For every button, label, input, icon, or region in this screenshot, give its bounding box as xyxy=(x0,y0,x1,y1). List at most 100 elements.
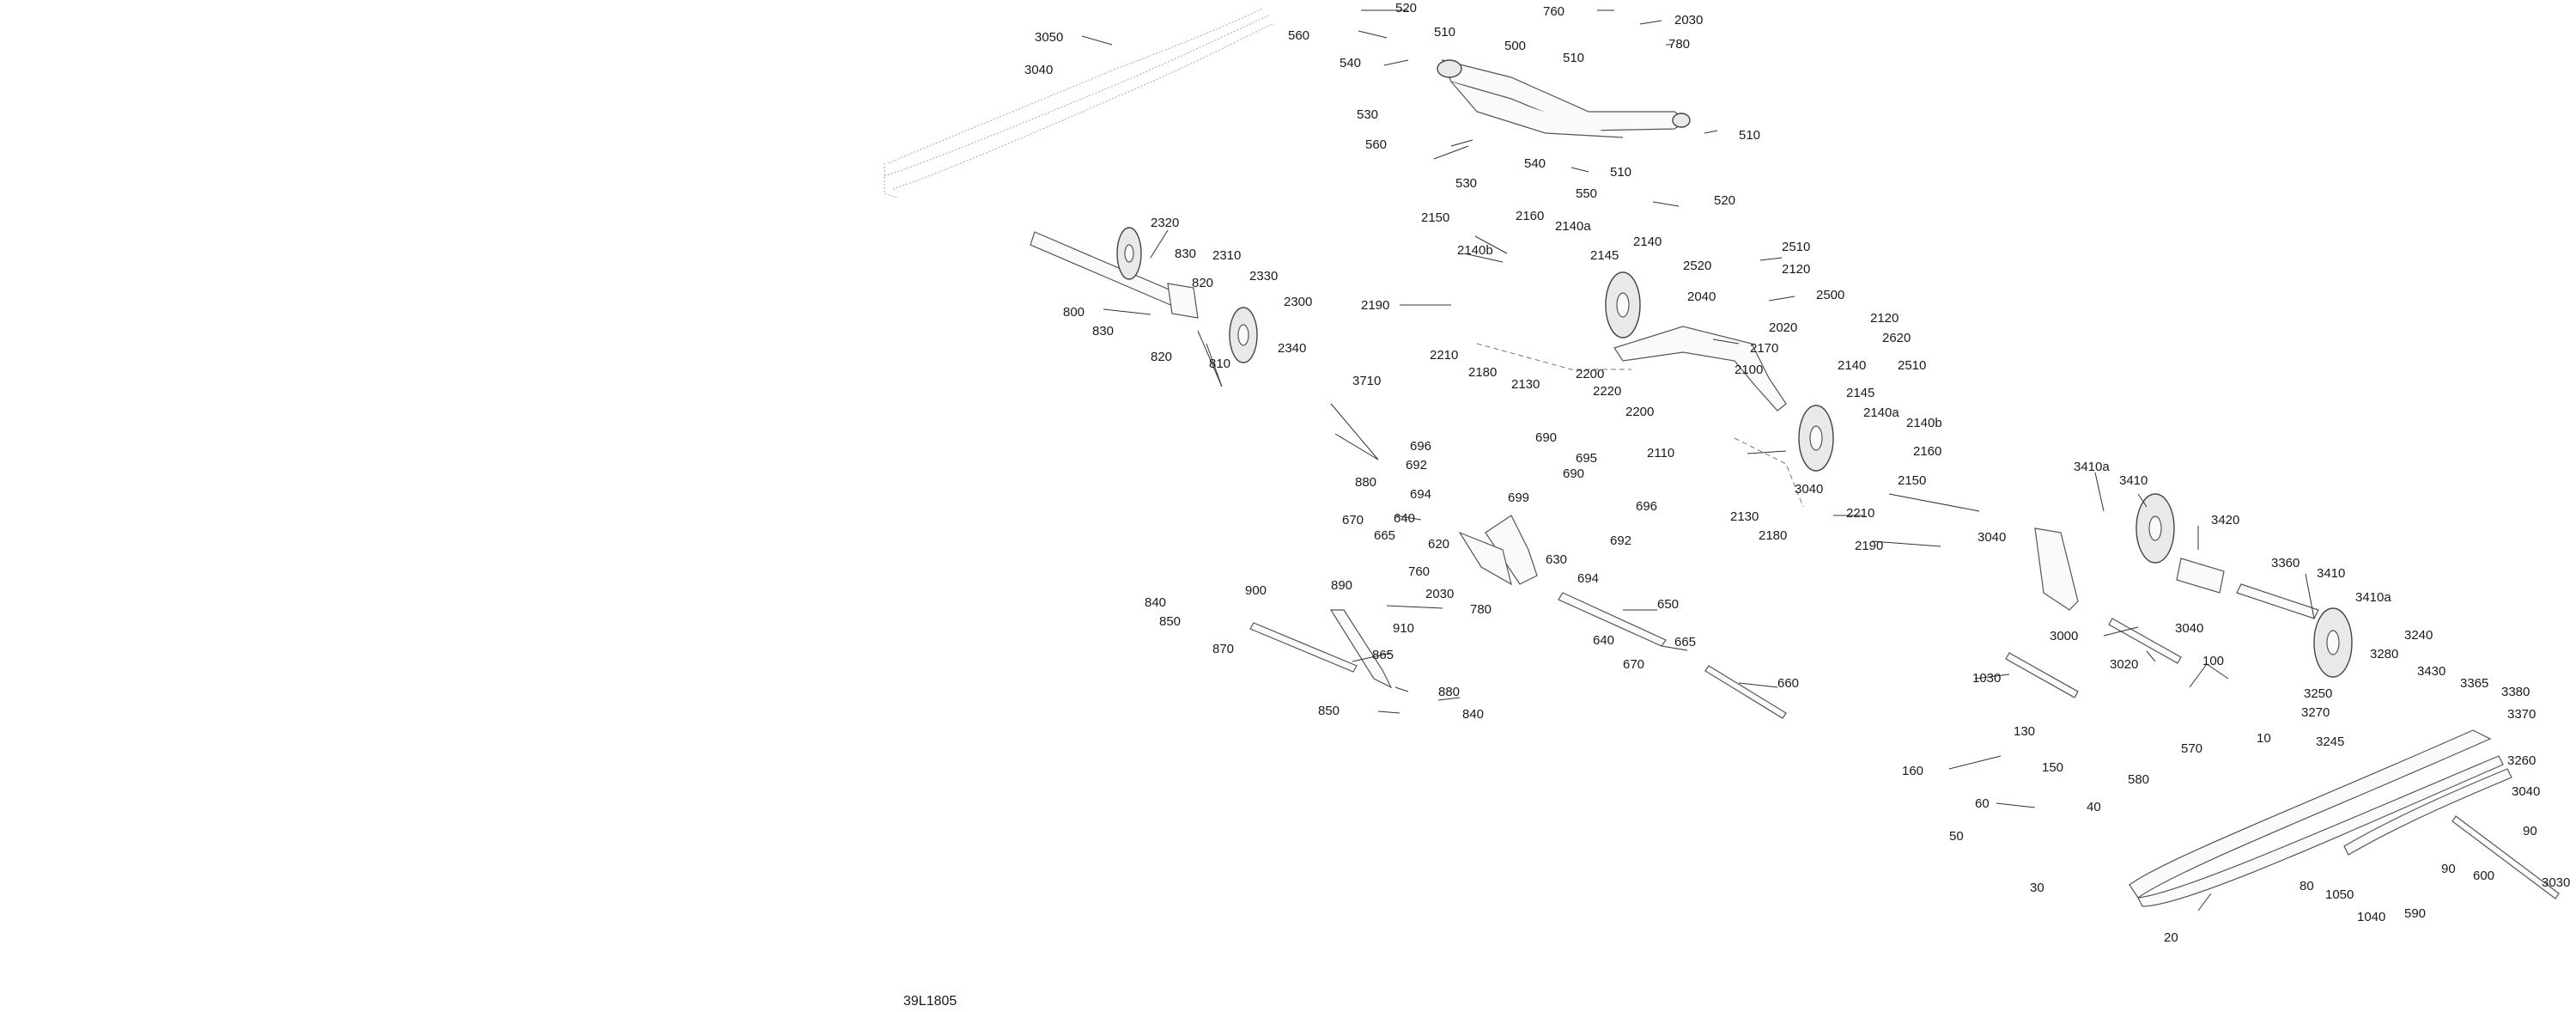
callout-560: 560 xyxy=(1288,28,1309,43)
callout-510: 510 xyxy=(1610,165,1631,180)
callout-130: 130 xyxy=(2014,724,2035,739)
callout-696: 696 xyxy=(1636,499,1657,514)
callout-10: 10 xyxy=(2257,731,2271,746)
callout-40: 40 xyxy=(2087,800,2101,814)
callout-840: 840 xyxy=(1462,707,1484,722)
callout-630: 630 xyxy=(1546,552,1567,567)
callout-600: 600 xyxy=(2473,869,2494,883)
callout-2160: 2160 xyxy=(1913,444,1941,459)
callout-890: 890 xyxy=(1331,578,1352,593)
callout-620: 620 xyxy=(1428,537,1449,552)
callout-520: 520 xyxy=(1395,1,1417,15)
callout-3245: 3245 xyxy=(2316,735,2344,749)
callout-670: 670 xyxy=(1342,513,1364,527)
callout-2170: 2170 xyxy=(1750,341,1778,356)
callout-1030: 1030 xyxy=(1972,671,2001,686)
callout-2320: 2320 xyxy=(1151,216,1179,230)
callout-2510: 2510 xyxy=(1898,358,1926,373)
slide-rails xyxy=(2129,729,2560,907)
callout-2340: 2340 xyxy=(1278,341,1306,356)
callout-760: 760 xyxy=(1408,564,1430,579)
callout-2140b: 2140b xyxy=(1457,243,1493,258)
upper-arm xyxy=(1437,59,1691,138)
callout-2190: 2190 xyxy=(1855,539,1883,553)
callout-2145: 2145 xyxy=(1590,248,1619,263)
callout-2030: 2030 xyxy=(1674,13,1703,27)
callout-530: 530 xyxy=(1357,107,1378,122)
callout-2145: 2145 xyxy=(1846,386,1874,400)
callout-900: 900 xyxy=(1245,583,1267,598)
callout-160: 160 xyxy=(1902,764,1923,778)
callout-50: 50 xyxy=(1949,829,1964,844)
callout-2140a: 2140a xyxy=(1555,219,1591,234)
callout-500: 500 xyxy=(1504,39,1526,53)
callout-694: 694 xyxy=(1410,487,1431,502)
callout-2200: 2200 xyxy=(1625,405,1654,419)
callout-3030: 3030 xyxy=(2542,875,2570,890)
callout-590: 590 xyxy=(2404,906,2426,921)
callout-820: 820 xyxy=(1151,350,1172,364)
callout-560: 560 xyxy=(1365,137,1387,152)
callout-20: 20 xyxy=(2164,930,2178,945)
callout-2020: 2020 xyxy=(1769,320,1797,335)
callout-570: 570 xyxy=(2181,741,2202,756)
callout-80: 80 xyxy=(2300,879,2314,893)
callout-2500: 2500 xyxy=(1816,288,1844,302)
callout-3410: 3410 xyxy=(2317,566,2345,581)
callout-3410a: 3410a xyxy=(2355,590,2391,605)
callout-780: 780 xyxy=(1470,602,1492,617)
callout-510: 510 xyxy=(1563,51,1584,65)
callout-830: 830 xyxy=(1175,247,1196,261)
callout-2140: 2140 xyxy=(1633,235,1662,249)
callout-870: 870 xyxy=(1212,642,1234,656)
callout-2140a: 2140a xyxy=(1863,405,1899,420)
callout-3360: 3360 xyxy=(2271,556,2300,570)
callout-699: 699 xyxy=(1508,491,1529,505)
callout-692: 692 xyxy=(1406,458,1427,472)
callout-3410: 3410 xyxy=(2119,473,2148,488)
drawing-code: 39L1805 xyxy=(903,994,957,1009)
rear-bracket-assembly xyxy=(2005,493,2353,698)
callout-2310: 2310 xyxy=(1212,248,1241,263)
callout-665: 665 xyxy=(1674,635,1696,649)
callout-3380: 3380 xyxy=(2501,685,2530,699)
callout-540: 540 xyxy=(1524,156,1546,171)
ghost-rail-outline xyxy=(884,8,1273,198)
callout-2620: 2620 xyxy=(1882,331,1911,345)
callout-2180: 2180 xyxy=(1468,365,1497,380)
callout-3370: 3370 xyxy=(2507,707,2536,722)
callout-150: 150 xyxy=(2042,760,2063,775)
callout-2140b: 2140b xyxy=(1906,416,1942,430)
callout-2210: 2210 xyxy=(1430,348,1458,363)
callout-60: 60 xyxy=(1975,796,1990,811)
callout-880: 880 xyxy=(1355,475,1376,490)
callout-100: 100 xyxy=(2202,654,2224,668)
callout-850: 850 xyxy=(1159,614,1181,629)
callout-2190: 2190 xyxy=(1361,298,1389,313)
callout-2130: 2130 xyxy=(1730,509,1759,524)
callout-1040: 1040 xyxy=(2357,910,2385,924)
callout-3040: 3040 xyxy=(1978,530,2006,545)
callout-2040: 2040 xyxy=(1687,290,1716,304)
callout-3260: 3260 xyxy=(2507,753,2536,768)
callout-540: 540 xyxy=(1340,56,1361,70)
callout-694: 694 xyxy=(1577,571,1599,586)
callout-2150: 2150 xyxy=(1421,210,1449,225)
callout-660: 660 xyxy=(1777,676,1799,691)
rear-axle-assembly xyxy=(1030,227,1258,363)
callout-3710: 3710 xyxy=(1352,374,1381,388)
callout-2030: 2030 xyxy=(1425,587,1454,601)
callout-2130: 2130 xyxy=(1511,377,1540,392)
callout-2510: 2510 xyxy=(1782,240,1810,254)
callout-530: 530 xyxy=(1455,176,1477,191)
callout-labels: 3050 3040 520 560 510 540 500 760 2030 7… xyxy=(1024,1,2570,945)
callout-3020: 3020 xyxy=(2110,657,2138,672)
callout-550: 550 xyxy=(1576,186,1597,201)
callout-3040: 3040 xyxy=(1024,63,1053,77)
callout-910: 910 xyxy=(1393,621,1414,636)
callout-2300: 2300 xyxy=(1284,295,1312,309)
callout-820: 820 xyxy=(1192,276,1213,290)
callout-850: 850 xyxy=(1318,704,1340,718)
callout-2100: 2100 xyxy=(1735,363,1763,377)
callout-3040: 3040 xyxy=(2512,784,2540,799)
